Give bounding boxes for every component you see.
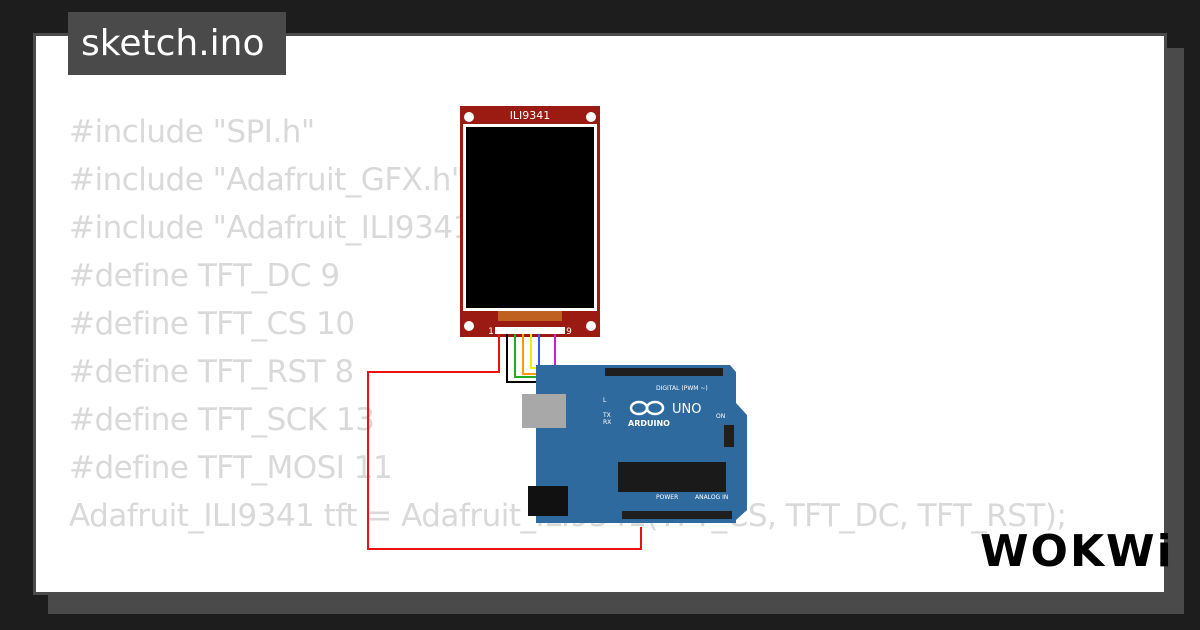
- analog-label: ANALOG IN: [695, 494, 728, 501]
- ili9341-display[interactable]: ILI9341 1 9: [460, 106, 600, 337]
- code-line: #include "Adafruit_GFX.h": [69, 162, 465, 198]
- mount-hole: [464, 321, 474, 331]
- pin-label-first: 1: [488, 327, 494, 337]
- file-tab[interactable]: sketch.ino: [68, 12, 286, 75]
- power-jack: [528, 486, 568, 516]
- display-title: ILI9341: [510, 109, 551, 122]
- wire-dc: [530, 334, 651, 370]
- code-line: void setup() {: [69, 588, 1066, 592]
- wokwi-logo: WOKWi: [980, 526, 1174, 577]
- pin-label-last: 9: [566, 327, 572, 337]
- usb-port: [522, 394, 566, 428]
- code-line: #define TFT_MOSI 11: [69, 450, 393, 486]
- atmega-chip: [618, 462, 726, 492]
- digital-label: DIGITAL (PWM ~): [656, 385, 708, 392]
- mount-hole: [464, 112, 474, 122]
- display-pin-header: [495, 327, 565, 334]
- tx-label: TX: [602, 412, 611, 419]
- code-line: #define TFT_RST 8: [69, 354, 354, 390]
- analog-power-header: [622, 511, 732, 519]
- mount-hole: [586, 321, 596, 331]
- mount-hole: [586, 112, 596, 122]
- on-led-label: ON: [716, 413, 725, 420]
- code-line: #define TFT_DC 9: [69, 258, 340, 294]
- arduino-brand-label: ARDUINO: [628, 419, 670, 428]
- wire-vcc: [367, 334, 642, 550]
- arduino-uno[interactable]: DIGITAL (PWM ~) L TX RX UNO ARDUINO ON P…: [522, 365, 747, 523]
- arduino-infinity-icon: [629, 400, 665, 416]
- digital-header: [605, 368, 723, 376]
- code-line: #include "SPI.h": [69, 114, 315, 150]
- code-line: #define TFT_SCK 13: [69, 402, 375, 438]
- wire-sck: [554, 334, 656, 371]
- uno-model-label: UNO: [672, 402, 701, 417]
- display-screen: [466, 127, 594, 308]
- circuit-diagram: ILI9341 1 9 DIGITAL (PWM ~) L TX RX UN: [367, 106, 747, 550]
- l-label: L: [603, 397, 607, 404]
- power-label: POWER: [656, 494, 678, 501]
- code-line: #define TFT_CS 10: [69, 306, 355, 342]
- rx-label: RX: [603, 419, 611, 426]
- icsp-header: [724, 425, 734, 447]
- display-flex: [498, 311, 562, 321]
